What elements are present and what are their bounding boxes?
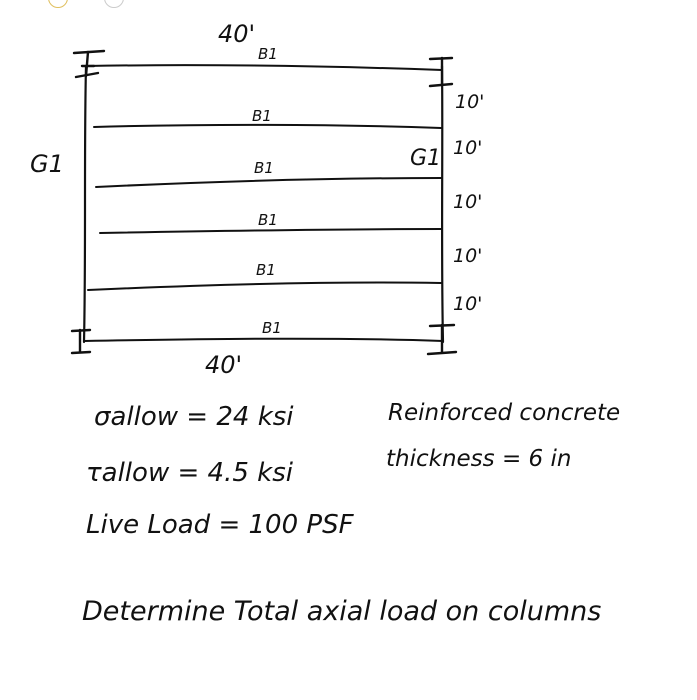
- beam-label-6: B1: [262, 319, 282, 337]
- task-statement: Determine Total axial load on columns: [82, 596, 602, 627]
- beam-label-1: B1: [258, 45, 278, 63]
- tau-allow-note: τallow = 4.5 ksi: [86, 458, 293, 488]
- slab-thickness-note: thickness = 6 in: [386, 446, 572, 472]
- column-top-right-icon: [428, 56, 454, 88]
- sigma-allow-note: σallow = 24 ksi: [94, 402, 294, 432]
- bay-spacing-5: 10': [453, 293, 482, 315]
- bay-spacing-4: 10': [453, 245, 482, 267]
- column-top-left-icon: [72, 49, 106, 79]
- beam-line-2: [93, 123, 442, 129]
- live-load-note: Live Load = 100 PSF: [86, 510, 354, 540]
- column-bottom-right-icon: [426, 323, 458, 356]
- right-girder-label: G1: [410, 146, 441, 171]
- top-span-label: 40': [218, 20, 255, 48]
- beam-line-3: [95, 177, 442, 188]
- beam-label-3: B1: [254, 159, 274, 177]
- beam-label-4: B1: [258, 211, 278, 229]
- column-bottom-left-icon: [70, 328, 92, 355]
- beam-label-2: B1: [252, 107, 272, 125]
- bottom-span-label: 40': [205, 351, 242, 379]
- beam-line-5: [87, 281, 442, 291]
- left-girder-label: G1: [30, 150, 64, 178]
- beam-line-1: [85, 64, 443, 71]
- left-girder-line: [82, 64, 88, 344]
- right-girder-line: [440, 64, 445, 344]
- beam-label-5: B1: [256, 261, 276, 279]
- slab-material-note: Reinforced concrete: [388, 400, 621, 426]
- bay-spacing-2: 10': [453, 137, 482, 159]
- bay-spacing-3: 10': [453, 191, 482, 213]
- beam-line-6: [83, 337, 444, 342]
- beam-line-4: [99, 228, 442, 234]
- bay-spacing-1: 10': [455, 91, 484, 113]
